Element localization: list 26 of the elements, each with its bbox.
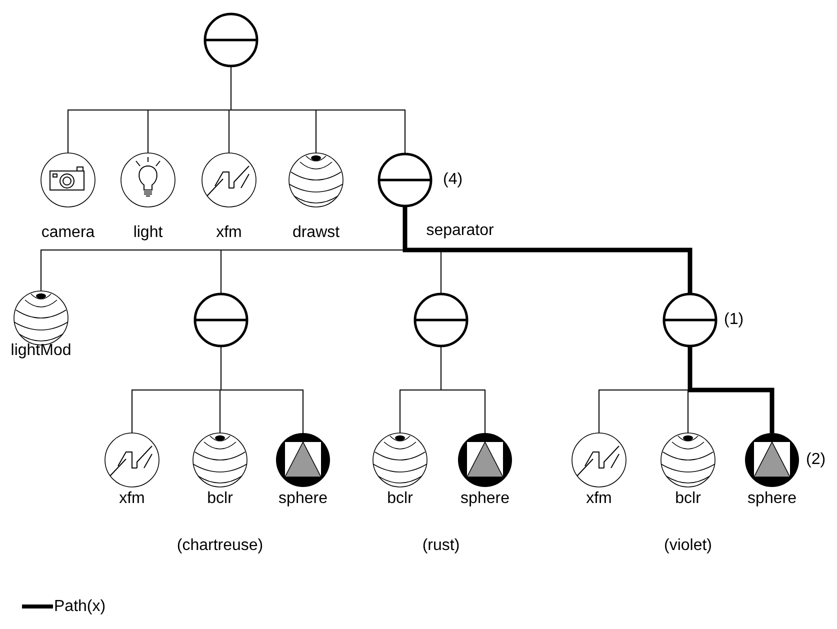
node-label: separator xyxy=(426,222,494,240)
node-label: lightMod xyxy=(10,342,72,360)
node-label: sphere xyxy=(278,490,328,508)
tree-connector xyxy=(230,66,406,154)
group-caption: (violet) xyxy=(664,537,712,555)
group-caption: (rust) xyxy=(422,537,460,555)
tree-connector xyxy=(220,346,304,434)
node-label: camera xyxy=(41,224,95,242)
node-label: light xyxy=(133,224,163,242)
node-label: xfm xyxy=(216,224,242,242)
node-label: bclr xyxy=(207,490,233,508)
node-label: bclr xyxy=(387,490,413,508)
node-label: drawst xyxy=(292,224,340,242)
node-label: xfm xyxy=(586,490,612,508)
group-caption: (chartreuse) xyxy=(176,537,264,555)
path-index-label: (1) xyxy=(724,311,744,329)
node-label: sphere xyxy=(460,490,510,508)
node-label: bclr xyxy=(675,490,701,508)
tree-connector xyxy=(440,346,486,434)
path-connector xyxy=(402,207,692,293)
path-index-label: (4) xyxy=(443,171,463,189)
legend-label: Path(x) xyxy=(54,598,106,616)
path-connector xyxy=(688,347,774,433)
node-label: sphere xyxy=(748,490,796,508)
path-index-label: (2) xyxy=(806,451,826,469)
node-label: xfm xyxy=(119,490,145,508)
